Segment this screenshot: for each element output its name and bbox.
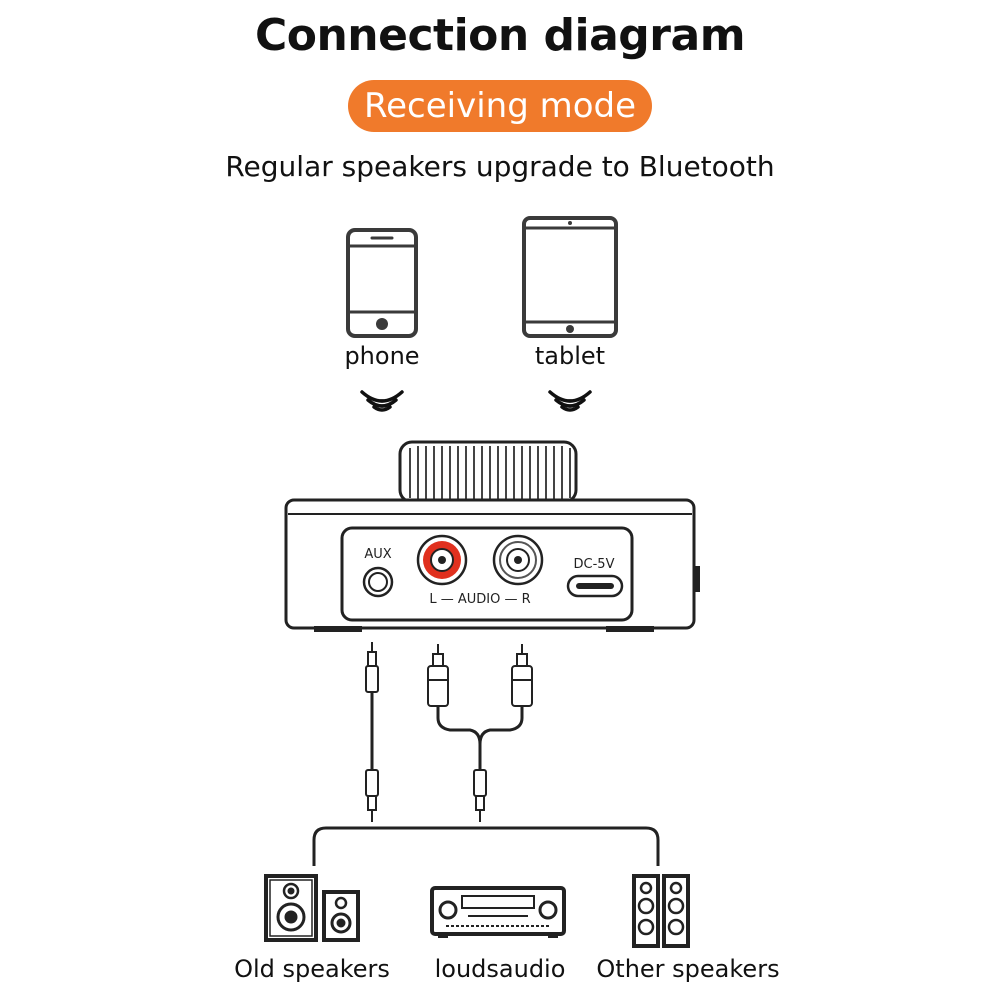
phone-icon: [346, 228, 418, 338]
receiver-device: AUX L — AUDIO — R DC-5V: [284, 440, 700, 632]
aux-label: AUX: [364, 547, 391, 562]
source-label-tablet: tablet: [534, 342, 606, 370]
rca-cable: [427, 644, 533, 822]
audio-label: L — AUDIO — R: [429, 592, 530, 607]
output-label-old-speakers: Old speakers: [234, 955, 390, 983]
subtitle: Regular speakers upgrade to Bluetooth: [225, 150, 775, 183]
old-speakers-icon: [264, 874, 360, 942]
output-label-other-speakers: Other speakers: [596, 955, 780, 983]
dc-label: DC-5V: [574, 557, 615, 572]
source-label-phone: phone: [344, 342, 420, 370]
tower-speakers-icon: [632, 874, 690, 948]
aux-cable: [365, 642, 379, 822]
rca-left-port: [416, 534, 468, 586]
tablet-icon: [522, 216, 618, 338]
mode-badge: Receiving mode: [348, 80, 652, 132]
output-label-amplifier: loudsaudio: [434, 955, 566, 983]
page-title: Connection diagram: [254, 10, 746, 61]
rca-right-port: [492, 534, 544, 586]
wireless-signal-icon: [548, 390, 592, 412]
amplifier-icon: [430, 886, 566, 938]
volume-knob: [398, 440, 578, 504]
wireless-signal-icon: [360, 390, 404, 412]
output-bracket: [312, 826, 660, 866]
